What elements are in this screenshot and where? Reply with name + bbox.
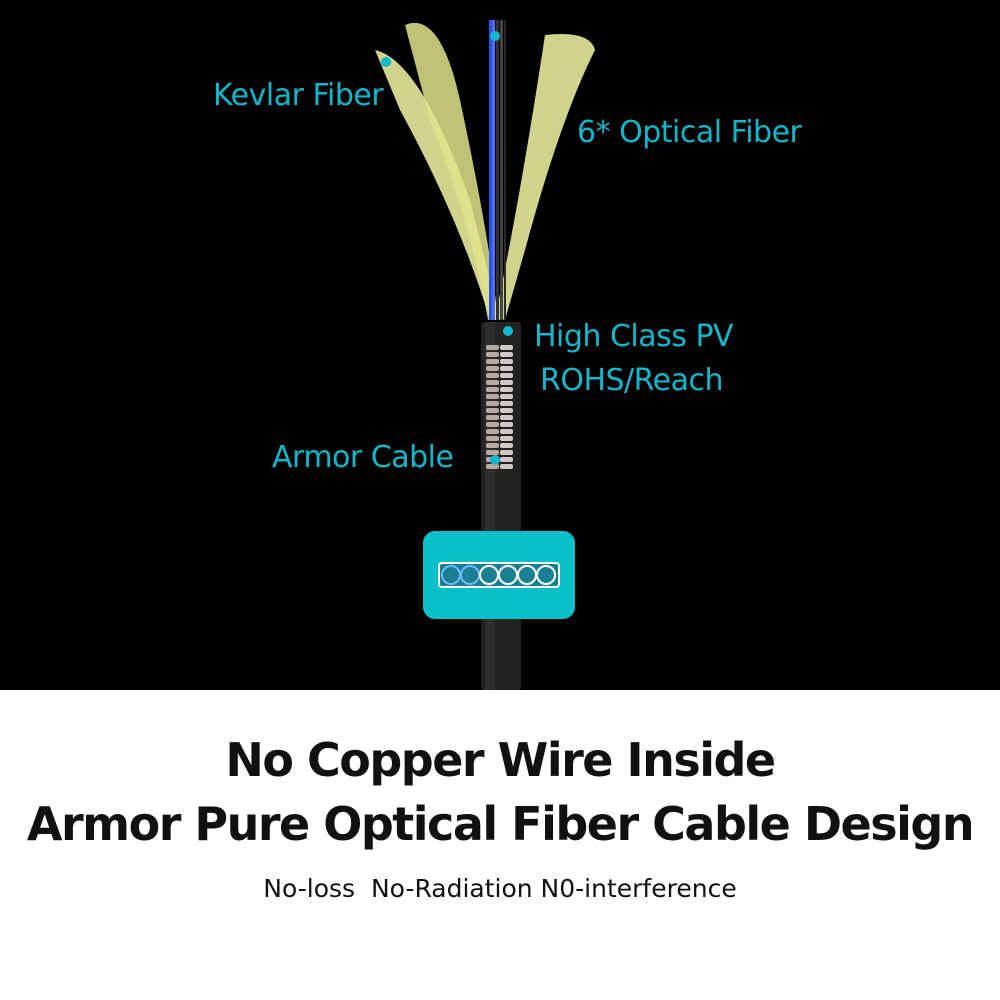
armor-ring: [486, 359, 499, 364]
kevlar-fiber-left: [375, 22, 500, 320]
armor-ring: [500, 415, 513, 420]
armor-ring: [486, 464, 499, 469]
label-optical-fiber: 6* Optical Fiber: [577, 115, 802, 150]
armor-ring: [500, 366, 513, 371]
callout-dots: [381, 31, 513, 465]
product-illustration: Kevlar Fiber 6* Optical Fiber High Class…: [0, 0, 1000, 690]
armor-ring: [500, 359, 513, 364]
armor-ring: [500, 443, 513, 448]
armor-ring: [486, 352, 499, 357]
armor-ring: [500, 436, 513, 441]
armor-ring: [486, 450, 499, 455]
kevlar-fiber-right: [495, 34, 595, 320]
label-rohs-reach: ROHS/Reach: [540, 363, 724, 398]
armor-ring: [500, 408, 513, 413]
armor-ring: [500, 380, 513, 385]
armor-ring: [486, 408, 499, 413]
armor-ring: [500, 464, 513, 469]
label-pv-jacket: High Class PV: [534, 319, 734, 354]
armor-ring: [500, 457, 513, 462]
armor-ring: [486, 401, 499, 406]
armor-ring: [486, 345, 499, 350]
armor-ring: [486, 394, 499, 399]
armor-ring: [500, 345, 513, 350]
label-kevlar-fiber: Kevlar Fiber: [213, 78, 384, 113]
armor-ring: [486, 387, 499, 392]
label-armor-cable: Armor Cable: [272, 440, 454, 475]
armor-spiral: [486, 345, 513, 469]
armor-ring: [486, 415, 499, 420]
armor-ring: [486, 436, 499, 441]
subtitle: No-loss No-Radiation N0-interference: [263, 874, 737, 903]
optical-fibers: [489, 20, 506, 320]
armor-ring: [486, 373, 499, 378]
armor-ring: [486, 380, 499, 385]
armor-ring: [500, 394, 513, 399]
armor-ring: [500, 387, 513, 392]
armor-ring: [486, 422, 499, 427]
cross-section-badge: [423, 531, 575, 619]
armor-ring: [500, 422, 513, 427]
armor-ring: [500, 450, 513, 455]
armor-ring: [500, 429, 513, 434]
cable-drawing: [375, 20, 595, 690]
armor-ring: [500, 401, 513, 406]
armor-ring: [486, 443, 499, 448]
headline-line-2: Armor Pure Optical Fiber Cable Design: [26, 797, 975, 851]
armor-ring: [500, 352, 513, 357]
armor-ring: [486, 366, 499, 371]
headline-line-1: No Copper Wire Inside: [225, 733, 776, 787]
fiber-core-ring: [536, 565, 556, 585]
armor-ring: [500, 373, 513, 378]
armor-ring: [486, 429, 499, 434]
